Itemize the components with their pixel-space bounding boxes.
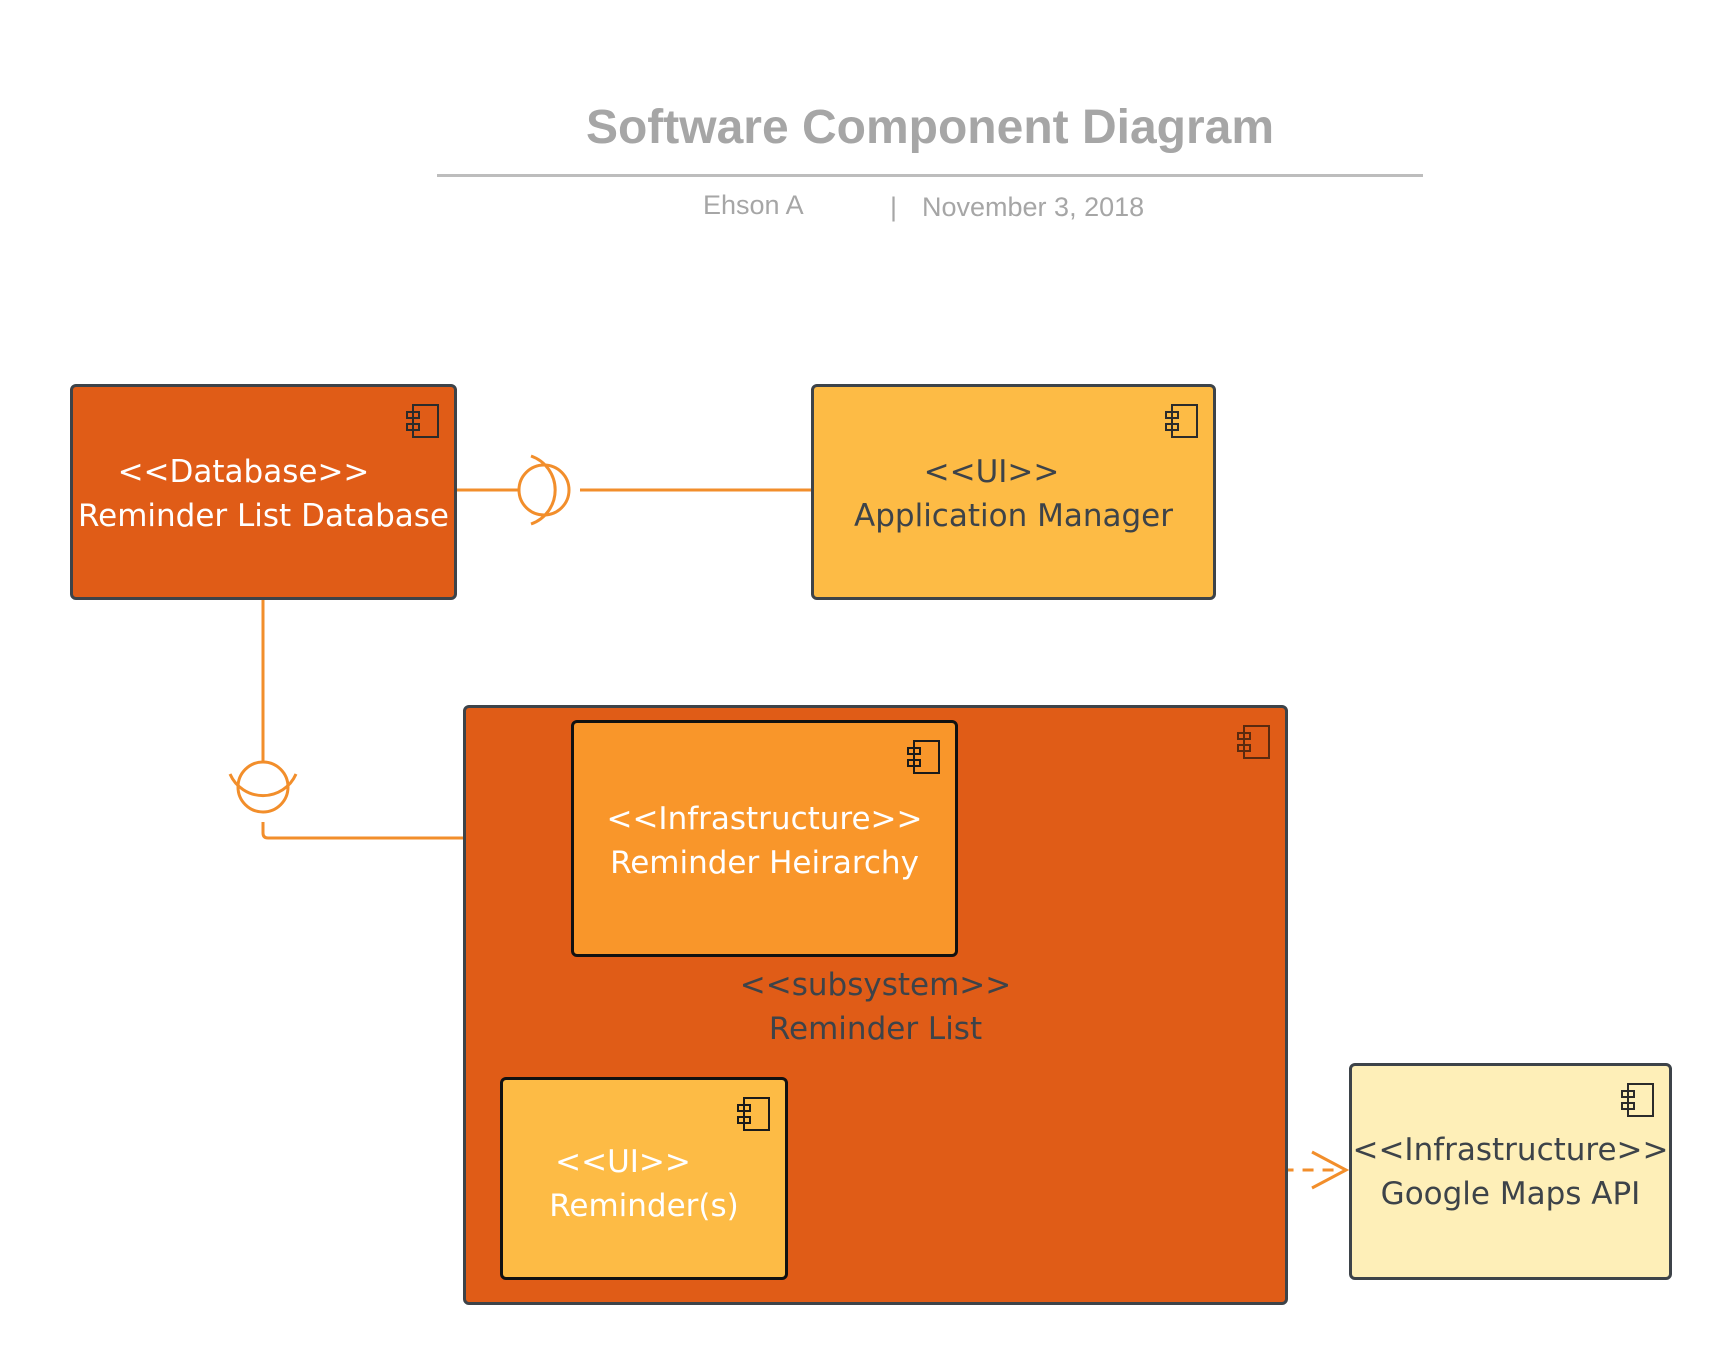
component-name: Reminder(s) — [549, 1188, 739, 1224]
author: Ehson A — [703, 190, 804, 220]
subsystem-stereotype: <<subsystem>> — [739, 967, 1012, 1003]
database-heirarchy-interface — [228, 600, 572, 840]
component-application-manager[interactable]: <<UI>> Application Manager — [811, 384, 1216, 600]
component-icon — [1237, 725, 1270, 759]
component-reminder-heirarchy[interactable]: <<Infrastructure>> Reminder Heirarchy — [571, 720, 958, 957]
component-stereotype: <<Infrastructure>> — [606, 801, 923, 837]
component-icon — [737, 1097, 770, 1131]
meta-separator: | — [890, 192, 898, 222]
component-google-maps-api[interactable]: <<Infrastructure>> Google Maps API — [1349, 1063, 1672, 1280]
title-divider — [437, 174, 1423, 177]
component-name: Application Manager — [854, 498, 1173, 534]
component-name: Reminder List Database — [78, 498, 449, 534]
component-icon — [406, 404, 439, 438]
component-icon — [1165, 404, 1198, 438]
component-icon — [1621, 1083, 1654, 1117]
component-icon — [907, 740, 940, 774]
component-stereotype: <<UI>> — [923, 454, 1060, 490]
subsystem-name: Reminder List — [768, 1011, 983, 1047]
component-name: Reminder Heirarchy — [610, 845, 919, 881]
component-reminder-list-database[interactable]: <<Database>> Reminder List Database — [70, 384, 457, 600]
component-stereotype: <<Infrastructure>> — [1352, 1132, 1669, 1168]
component-name: Google Maps API — [1380, 1176, 1641, 1212]
component-reminders[interactable]: <<UI>> Reminder(s) — [500, 1077, 788, 1280]
component-stereotype: <<UI>> — [555, 1144, 691, 1180]
diagram-title: Software Component Diagram — [585, 101, 1275, 154]
date: November 3, 2018 — [922, 192, 1145, 222]
database-app-interface — [456, 454, 813, 526]
component-stereotype: <<Database>> — [117, 454, 370, 490]
